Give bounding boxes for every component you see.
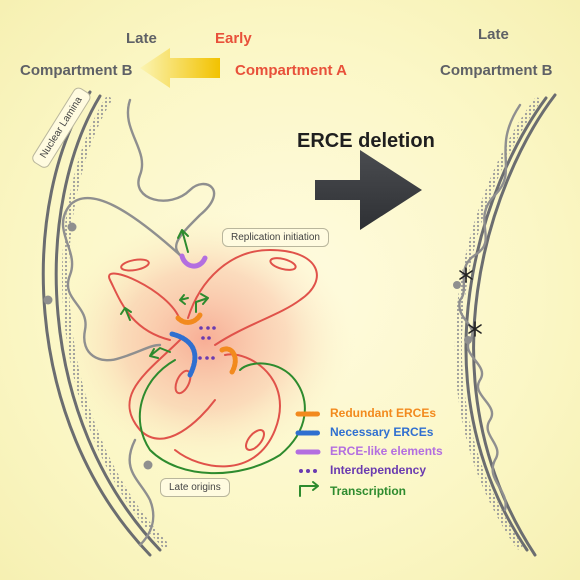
compartment-b-label: Compartment B — [20, 62, 133, 79]
interdependency-dots — [198, 326, 216, 360]
necessary-erce — [169, 331, 198, 378]
right-late-label: Late — [478, 26, 509, 43]
transcription-arrow-icon — [299, 481, 319, 497]
replication-initiation-callout: Replication initiation — [222, 228, 329, 247]
legend-erce-like-elements: ERCE-like elements — [330, 444, 443, 458]
late-label: Late — [126, 30, 157, 47]
transcription-arrows — [120, 229, 209, 359]
erce-deletion-label: ERCE deletion — [297, 130, 435, 152]
dots-icon — [299, 469, 317, 473]
green-chromatin — [138, 359, 306, 475]
right-compartment-b-label: Compartment B — [440, 62, 553, 79]
erce-elements — [169, 253, 238, 378]
legend-necessary-erces: Necessary ERCEs — [330, 425, 434, 439]
late-origins-callout: Late origins — [160, 478, 230, 497]
legend-transcription: Transcription — [330, 484, 407, 498]
erce-deletion-arrow — [315, 150, 422, 230]
deletion-asterisk-icons — [459, 267, 482, 337]
redundant-erce-2 — [219, 346, 238, 375]
legend-redundant-erces: Redundant ERCEs — [330, 406, 437, 420]
compartment-a-label: Compartment A — [235, 62, 347, 79]
legend-icons — [295, 411, 321, 497]
gray-chromatin — [43, 98, 216, 547]
compartment-shift-arrow — [140, 48, 220, 88]
erce-like-element — [179, 253, 208, 269]
redundant-erce-1 — [175, 312, 203, 325]
red-chromatin — [108, 248, 318, 468]
legend-interdependency: Interdependency — [330, 463, 427, 477]
early-label: Early — [215, 30, 252, 47]
left-nuclear-lamina — [41, 90, 169, 557]
